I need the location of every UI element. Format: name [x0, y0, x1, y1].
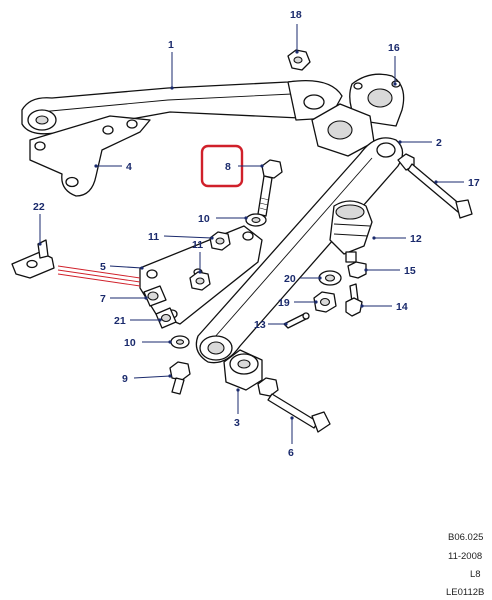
callout-7: 7: [100, 293, 148, 305]
callout-6: 6: [288, 416, 294, 459]
svg-text:3: 3: [234, 417, 240, 429]
part-15-nut: [347, 261, 367, 279]
svg-text:18: 18: [290, 9, 302, 21]
part-14-bolt: [345, 283, 363, 317]
callout-20: 20: [284, 273, 322, 285]
svg-text:10: 10: [124, 337, 136, 349]
svg-text:15: 15: [404, 265, 416, 277]
svg-text:17: 17: [468, 177, 480, 189]
part-19-nut: [313, 291, 337, 313]
reference-date: 11-2008: [448, 551, 482, 562]
callout-16: 16: [388, 42, 400, 86]
diagram-reference-block: B06.025 11-2008 L8 LE0112B: [446, 532, 484, 598]
part-18-nut: [287, 49, 311, 71]
part-13-split-pin: [283, 312, 310, 329]
part-10-washer-lower: [170, 335, 190, 349]
part-2-lower-arm: [195, 137, 404, 364]
callout-21: 21: [114, 315, 162, 327]
part-12-ball-joint: [329, 200, 373, 263]
callout-14: 14: [360, 301, 408, 313]
clip-reference-lines: [57, 265, 141, 287]
part-11-nut-b: [189, 271, 211, 291]
svg-text:6: 6: [288, 447, 294, 459]
callout-10-lower: 10: [124, 337, 172, 349]
callout-13: 13: [254, 319, 288, 331]
callout-19: 19: [278, 297, 318, 309]
part-7-bush: [143, 285, 167, 307]
callout-22: 22: [33, 201, 45, 246]
svg-text:20: 20: [284, 273, 296, 285]
bushing-housing: [311, 103, 375, 157]
callout-12: 12: [372, 233, 422, 245]
svg-text:22: 22: [33, 201, 45, 213]
svg-text:8: 8: [225, 161, 231, 173]
callout-1: 1: [168, 39, 174, 90]
callout-10-upper: 10: [198, 213, 248, 225]
part-17-bolt: [397, 153, 473, 219]
part-9-bolt: [169, 361, 191, 395]
part-20-washer: [318, 270, 342, 286]
callout-4: 4: [94, 161, 132, 173]
part-21-bush: [155, 307, 177, 329]
svg-text:12: 12: [410, 233, 422, 245]
part-3-bush: [223, 349, 263, 391]
svg-text:5: 5: [100, 261, 106, 273]
svg-text:11: 11: [192, 239, 203, 251]
svg-text:10: 10: [198, 213, 210, 225]
svg-text:21: 21: [114, 315, 126, 327]
svg-text:4: 4: [126, 161, 132, 173]
svg-text:9: 9: [122, 373, 128, 385]
callout-9: 9: [122, 373, 172, 385]
callout-18: 18: [290, 9, 302, 54]
part-10-washer-upper: [245, 213, 267, 227]
part-11-nut-a: [209, 231, 231, 251]
svg-text:14: 14: [396, 301, 408, 313]
reference-illustration-id: LE0112B: [446, 587, 484, 598]
part-6-long-bolt: [257, 377, 331, 433]
callout-11-b: 11: [192, 239, 203, 274]
svg-text:11: 11: [148, 231, 159, 243]
callout-8-highlighted[interactable]: 8: [200, 144, 264, 188]
callout-17: 17: [434, 177, 480, 189]
callout-5: 5: [100, 261, 144, 273]
callout-15: 15: [364, 265, 416, 277]
callout-2: 2: [398, 137, 442, 149]
reference-code: B06.025: [448, 532, 483, 543]
part-1-crossmember: [21, 79, 343, 135]
svg-text:7: 7: [100, 293, 106, 305]
svg-text:2: 2: [436, 137, 442, 149]
callout-3: 3: [234, 388, 240, 429]
part-22-clip: [11, 239, 55, 279]
svg-text:16: 16: [388, 42, 400, 54]
part-4-bracket-plate: [29, 115, 151, 197]
callout-11-a: 11: [148, 231, 214, 243]
svg-text:1: 1: [168, 39, 174, 51]
part-8-bolt: [257, 159, 283, 217]
svg-text:19: 19: [278, 297, 290, 309]
reference-model: L8: [470, 569, 481, 580]
svg-text:13: 13: [254, 319, 266, 331]
